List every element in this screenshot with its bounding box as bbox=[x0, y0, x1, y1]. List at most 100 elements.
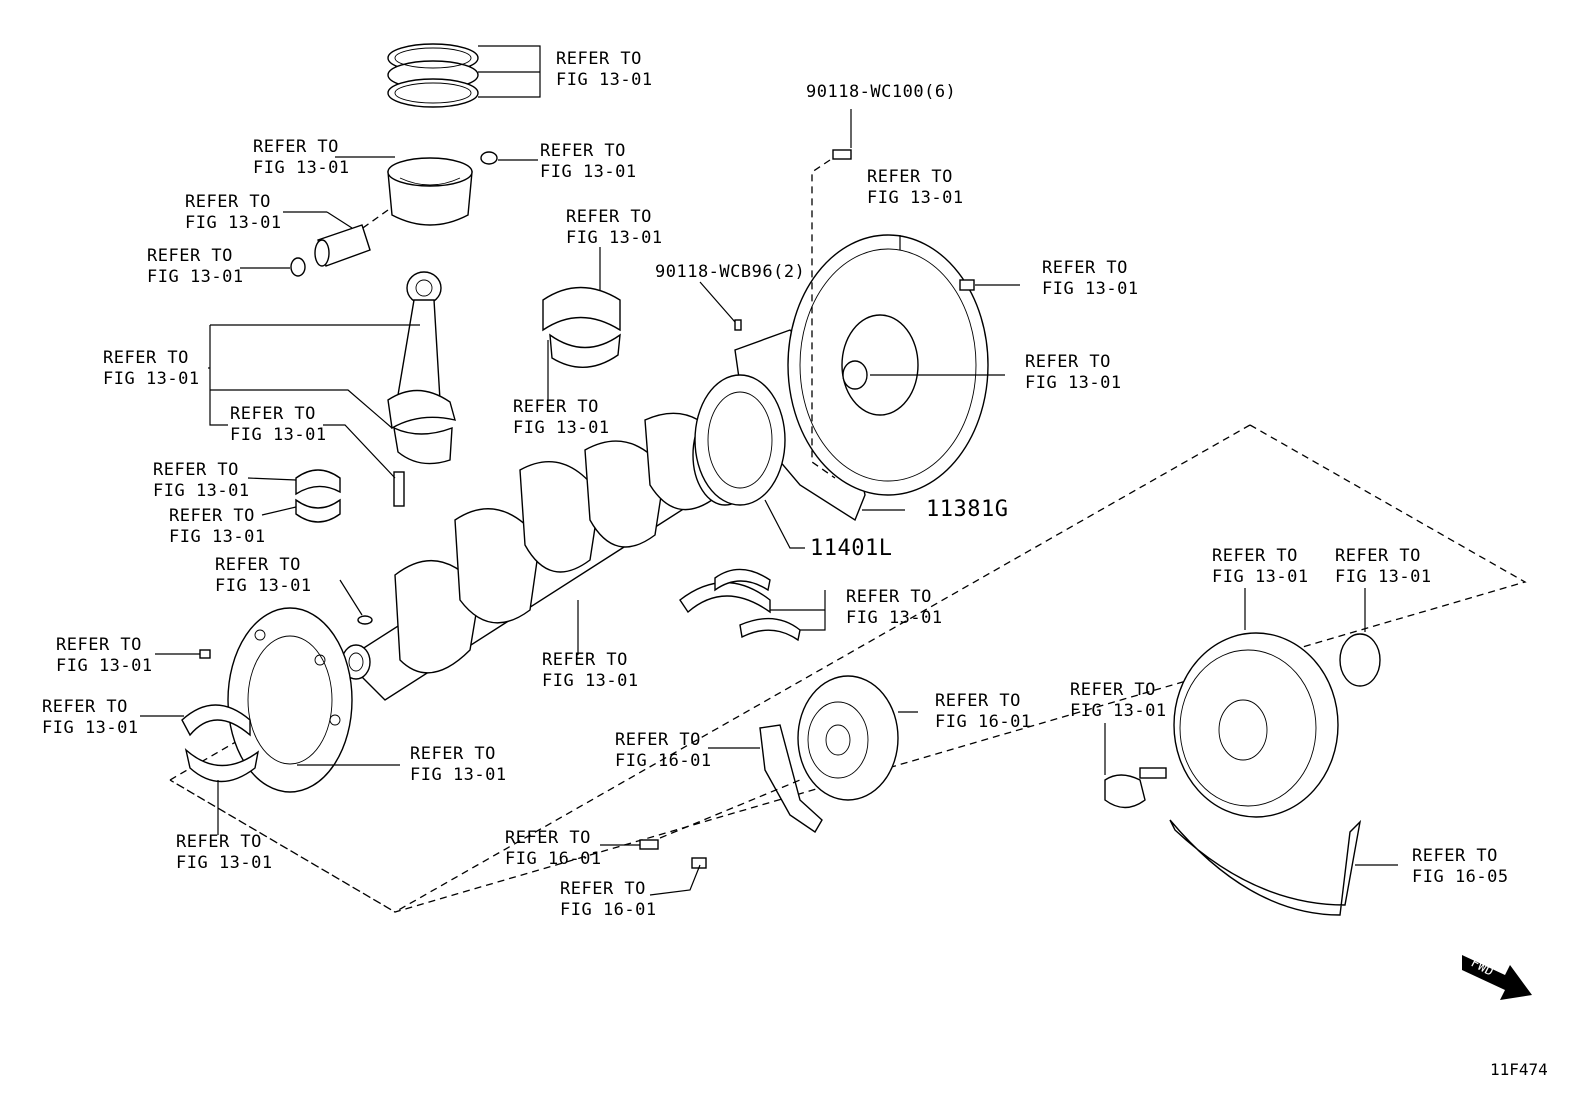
piston-pin bbox=[240, 209, 389, 277]
ref-line2: FIG 13-01 bbox=[103, 369, 200, 389]
ref-line2: FIG 13-01 bbox=[542, 671, 639, 691]
ref-line1: REFER TO bbox=[615, 730, 701, 750]
ref-line2: FIG 13-01 bbox=[230, 425, 327, 445]
ref-line1: REFER TO bbox=[513, 397, 599, 417]
ref-line1: REFER TO bbox=[846, 587, 932, 607]
front-bearing bbox=[140, 704, 260, 835]
ref-line1: REFER TO bbox=[230, 404, 316, 424]
ref-line2: FIG 13-01 bbox=[513, 418, 610, 438]
piston-ring-set bbox=[387, 43, 541, 108]
ref-line2: FIG 16-01 bbox=[560, 900, 657, 920]
ref-line2: FIG 13-01 bbox=[1212, 567, 1309, 587]
ref-line1: REFER TO bbox=[253, 137, 339, 157]
ref-line1: REFER TO bbox=[542, 650, 628, 670]
ref-line1: REFER TO bbox=[566, 207, 652, 227]
ref-line1: REFER TO bbox=[1042, 258, 1128, 278]
ref-line1: REFER TO bbox=[1412, 846, 1498, 866]
ref-line1: REFER TO bbox=[147, 246, 233, 266]
part-number-bolt: 90118-WC100(6) bbox=[806, 82, 957, 102]
thrust-washers bbox=[679, 568, 826, 642]
ref-line1: REFER TO bbox=[1335, 546, 1421, 566]
ref-line2: FIG 13-01 bbox=[867, 188, 964, 208]
piston bbox=[335, 151, 538, 226]
ref-line2: FIG 13-01 bbox=[176, 853, 273, 873]
ref-line2: FIG 13-01 bbox=[185, 213, 282, 233]
ref-line2: FIG 13-01 bbox=[556, 70, 653, 90]
ref-line2: FIG 13-01 bbox=[540, 162, 637, 182]
ref-line1: REFER TO bbox=[215, 555, 301, 575]
ref-line2: FIG 13-01 bbox=[215, 576, 312, 596]
ref-line2: FIG 16-05 bbox=[1412, 867, 1509, 887]
ref-line1: REFER TO bbox=[560, 879, 646, 899]
ref-line2: FIG 13-01 bbox=[410, 765, 507, 785]
fwd-arrow bbox=[1462, 955, 1532, 1000]
ref-line1: REFER TO bbox=[153, 460, 239, 480]
ref-line1: REFER TO bbox=[103, 348, 189, 368]
ref-line1: REFER TO bbox=[185, 192, 271, 212]
ref-line2: FIG 16-01 bbox=[935, 712, 1032, 732]
ref-line2: FIG 13-01 bbox=[169, 527, 266, 547]
timing-rotor bbox=[155, 607, 400, 793]
ref-line1: REFER TO bbox=[169, 506, 255, 526]
rod-bearings bbox=[247, 469, 341, 523]
ref-line1: REFER TO bbox=[867, 167, 953, 187]
ref-line1: REFER TO bbox=[935, 691, 1021, 711]
ref-line2: FIG 13-01 bbox=[42, 718, 139, 738]
ref-line2: FIG 13-01 bbox=[153, 481, 250, 501]
ref-line2: FIG 16-01 bbox=[505, 849, 602, 869]
idler-pulley bbox=[600, 675, 918, 896]
connecting-rod bbox=[208, 271, 456, 465]
ref-line2: FIG 16-01 bbox=[615, 751, 712, 771]
main-bearing-upper bbox=[542, 247, 621, 408]
ref-line1: REFER TO bbox=[176, 832, 262, 852]
ref-line1: REFER TO bbox=[1025, 352, 1111, 372]
ref-line1: REFER TO bbox=[540, 141, 626, 161]
ref-line2: FIG 13-01 bbox=[56, 656, 153, 676]
part-number-oil-seal: 11401L bbox=[810, 536, 893, 561]
ref-line1: REFER TO bbox=[56, 635, 142, 655]
ref-line1: REFER TO bbox=[410, 744, 496, 764]
part-number-seal-retainer: 11381G bbox=[926, 497, 1009, 522]
ref-line2: FIG 13-01 bbox=[1070, 701, 1167, 721]
figure-code: 11F474 bbox=[1490, 1060, 1548, 1079]
ref-line2: FIG 13-01 bbox=[846, 608, 943, 628]
ref-line1: REFER TO bbox=[42, 697, 128, 717]
ref-line2: FIG 13-01 bbox=[566, 228, 663, 248]
rod-bolt bbox=[323, 424, 405, 507]
ref-line1: REFER TO bbox=[505, 828, 591, 848]
ref-line2: FIG 13-01 bbox=[1025, 373, 1122, 393]
part-number-pin: 90118-WCB96(2) bbox=[655, 262, 806, 282]
ref-line2: FIG 13-01 bbox=[1335, 567, 1432, 587]
damper-pulley bbox=[1104, 588, 1398, 916]
